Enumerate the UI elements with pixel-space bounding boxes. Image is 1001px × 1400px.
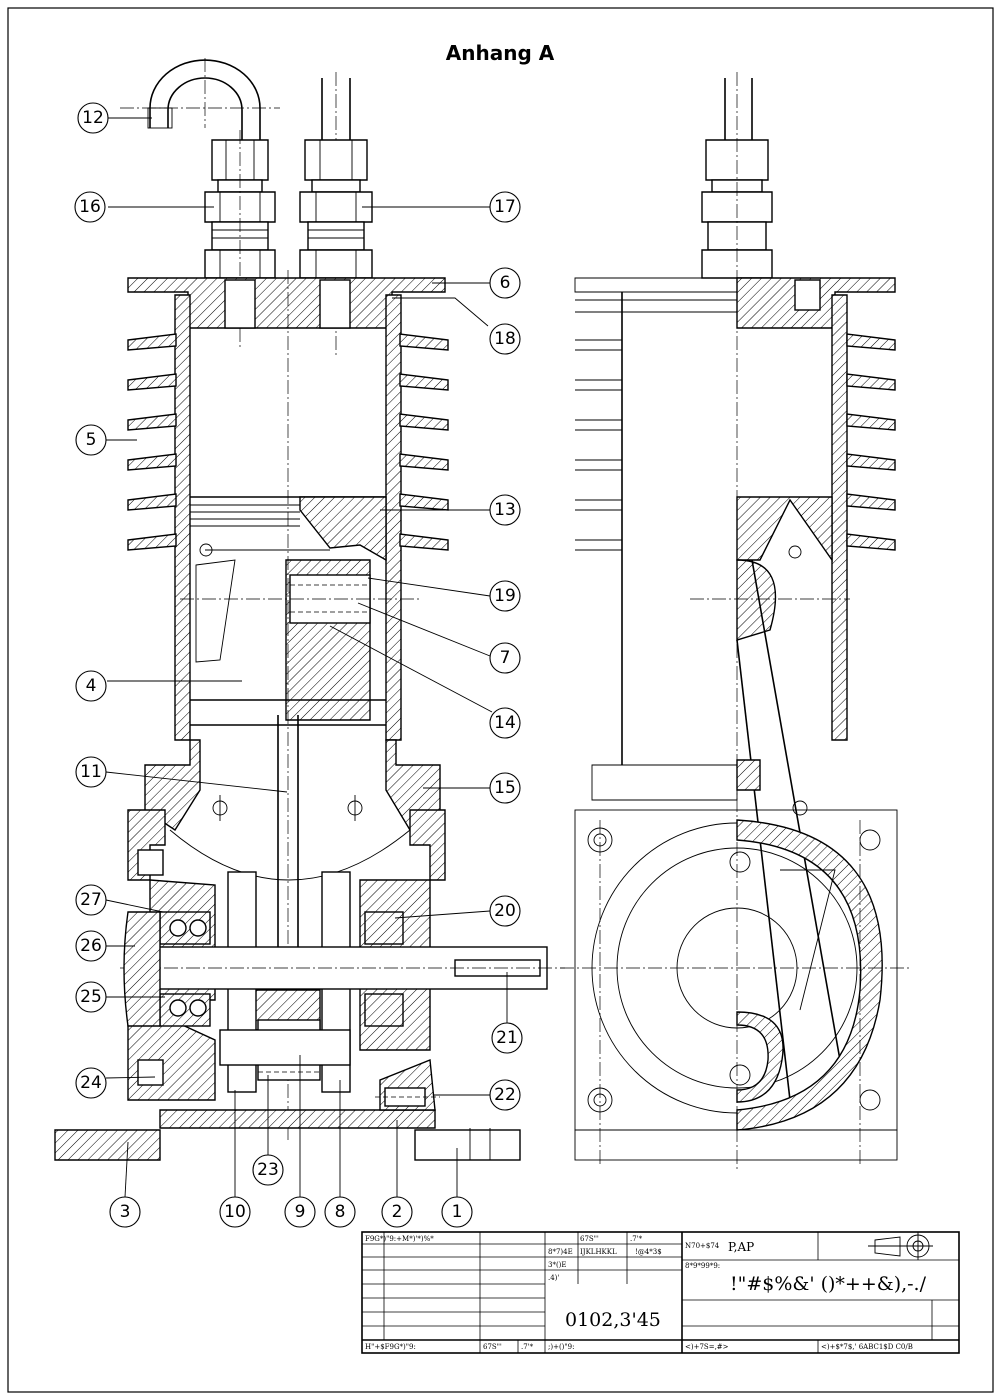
svg-text:5: 5 [86, 430, 97, 450]
tb-name-value: P,AP [728, 1240, 754, 1254]
balloon-10: 10 [219, 1196, 251, 1228]
cylinder-wall-left [127, 294, 191, 741]
bearings [123, 911, 404, 1027]
tb-label-name: N70+$74 [685, 1242, 720, 1250]
balloon-26: 26 [75, 930, 107, 962]
balloon-17: 17 [489, 191, 521, 223]
tb-description: !"#$%&' ()*++&),-./ [730, 1273, 927, 1295]
balloon-15: 15 [489, 772, 521, 804]
side-view-right [560, 72, 910, 1170]
svg-text:17: 17 [494, 197, 516, 217]
svg-text:16: 16 [79, 197, 101, 217]
drawing-title: Anhang A [446, 41, 555, 65]
balloon-27: 27 [75, 884, 107, 916]
crankshaft [120, 871, 565, 1093]
balloon-11: 11 [75, 756, 107, 788]
svg-text:4: 4 [86, 676, 97, 696]
tb-r2-c2: IJKLHKKL [580, 1248, 617, 1256]
balloon-7: 7 [489, 642, 521, 674]
gooseneck-pipe [120, 58, 280, 140]
tb-r1-c3: .7'* [630, 1235, 643, 1243]
svg-text:21: 21 [496, 1028, 518, 1048]
projection-symbol [868, 1232, 933, 1260]
svg-text:3: 3 [120, 1202, 131, 1222]
svg-text:10: 10 [224, 1202, 246, 1222]
title-block: F9G*)"9:+M*)'*)%* 67S"' .7'* 8*7)4E IJKL… [361, 1231, 960, 1354]
fins-outline [575, 292, 737, 765]
svg-text:19: 19 [494, 586, 516, 606]
fitting-stack-right [299, 139, 373, 279]
balloon-16: 16 [74, 191, 106, 223]
part-balloons: 12 16 17 6 18 5 13 19 7 4 14 11 15 27 20… [74, 102, 523, 1228]
tb-r4-c1: .4)' [548, 1274, 559, 1282]
leader-lines [105, 117, 508, 1198]
balloon-21: 21 [491, 1022, 523, 1054]
svg-text:11: 11 [80, 762, 102, 782]
balloon-25: 25 [75, 981, 107, 1013]
tb-r2-c3: !@4*3$ [635, 1248, 662, 1256]
balloon-2: 2 [381, 1196, 413, 1228]
balloon-4: 4 [75, 670, 107, 702]
balloon-23: 23 [252, 1154, 284, 1186]
svg-text:8: 8 [335, 1202, 346, 1222]
svg-text:6: 6 [500, 273, 511, 293]
balloon-5: 5 [75, 424, 107, 456]
tb-bottom-c2: 67S"' [483, 1343, 502, 1351]
tb-r3-c1: 3*()E [548, 1261, 567, 1269]
balloon-14: 14 [489, 707, 521, 739]
fitting-stack-left [204, 130, 276, 350]
tb-r1-c2: 67S"' [580, 1235, 599, 1243]
svg-text:20: 20 [494, 901, 516, 921]
balloon-18: 18 [489, 323, 521, 355]
svg-text:27: 27 [80, 890, 102, 910]
svg-text:7: 7 [500, 648, 511, 668]
svg-text:22: 22 [494, 1085, 516, 1105]
balloon-22: 22 [489, 1079, 521, 1111]
balloon-3: 3 [109, 1196, 141, 1228]
svg-text:9: 9 [295, 1202, 306, 1222]
svg-text:23: 23 [257, 1160, 279, 1180]
tb-r2-c1: 8*7)4E [548, 1248, 573, 1256]
tb-label-desc: 8*9*99*9: [685, 1262, 720, 1270]
svg-text:13: 13 [494, 500, 516, 520]
tb-bottom-c4: ;)+()"9: [548, 1343, 574, 1351]
svg-text:25: 25 [80, 987, 102, 1007]
balloon-6: 6 [489, 267, 521, 299]
svg-text:2: 2 [392, 1202, 403, 1222]
svg-text:18: 18 [494, 329, 516, 349]
tb-r1-c1: F9G*)"9:+M*)'*)%* [365, 1235, 434, 1243]
tb-bottom-c3: .7'* [521, 1343, 534, 1351]
svg-text:14: 14 [494, 713, 516, 733]
svg-text:26: 26 [80, 936, 102, 956]
connecting-rod [254, 715, 321, 1081]
svg-text:1: 1 [452, 1202, 463, 1222]
cylinder-wall-right [385, 294, 449, 741]
tb-drawing-number: 0102,3'45 [565, 1309, 661, 1331]
section-view-left [54, 58, 565, 1161]
tb-bottom-c6: <)+$*7$,' 6ABC1$D C0/B [821, 1343, 913, 1351]
svg-text:12: 12 [82, 108, 104, 128]
balloon-8: 8 [324, 1196, 356, 1228]
svg-text:24: 24 [80, 1073, 102, 1093]
balloon-19: 19 [489, 580, 521, 612]
tb-bottom-c1: H"+$F9G*)"9: [365, 1343, 416, 1351]
balloon-20: 20 [489, 895, 521, 927]
balloon-24: 24 [75, 1067, 107, 1099]
piston [180, 496, 420, 726]
balloon-9: 9 [284, 1196, 316, 1228]
balloon-13: 13 [489, 494, 521, 526]
balloon-12: 12 [77, 102, 109, 134]
balloon-1: 1 [441, 1196, 473, 1228]
tb-bottom-c5: <)+7S=,#> [685, 1343, 729, 1351]
page-border [7, 7, 994, 1393]
svg-text:15: 15 [494, 778, 516, 798]
